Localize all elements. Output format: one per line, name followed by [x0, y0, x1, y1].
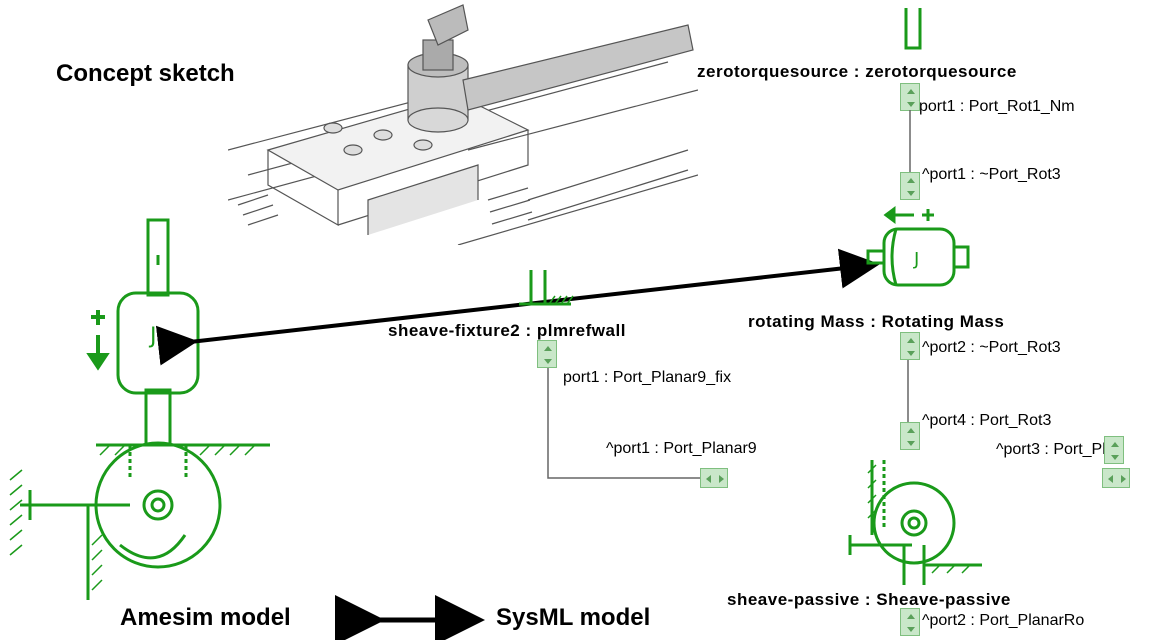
svg-text:J: J — [148, 324, 157, 349]
port-icon[interactable] — [537, 340, 557, 368]
port-label-sp-port2: ^port2 : Port_PlanarRo — [922, 612, 1085, 629]
port-label-rm-port2: ^port2 : ~Port_Rot3 — [922, 339, 1061, 356]
fixed-wall-icon — [519, 270, 574, 306]
rotating-mass-icon: J — [866, 206, 970, 287]
port-icon[interactable] — [700, 468, 728, 488]
port-label-zt-port1: port1 : Port_Rot1_Nm — [919, 98, 1075, 115]
torque-source-icon — [904, 8, 922, 50]
port-label-rm-port3: ^port3 : Port_Pl — [996, 441, 1106, 458]
port-icon[interactable] — [1104, 436, 1124, 464]
connector-line — [909, 110, 911, 172]
connector-line — [907, 360, 909, 422]
svg-text:J: J — [913, 249, 919, 270]
block-zerotorquesource[interactable]: zerotorquesource : zerotorquesource — [697, 62, 1017, 81]
amesim-model-caption: Amesim model — [120, 604, 291, 631]
sysml-model-caption: SysML model — [496, 604, 651, 631]
port-icon[interactable] — [900, 83, 920, 111]
port-icon[interactable] — [900, 422, 920, 450]
connector-line — [547, 368, 700, 479]
concept-sketch-caption: Concept sketch — [56, 60, 235, 87]
port-label-rm-port4: ^port4 : Port_Rot3 — [922, 412, 1052, 429]
port-icon[interactable] — [900, 332, 920, 360]
block-rotating-mass[interactable]: rotating Mass : Rotating Mass — [748, 312, 1005, 331]
block-sheave-passive[interactable]: sheave-passive : Sheave-passive — [727, 590, 1011, 609]
port-icon[interactable] — [900, 172, 920, 200]
amesim-model-diagram: J — [9, 218, 270, 600]
port-label-fx-port1: port1 : Port_Planar9_fix — [563, 369, 732, 386]
concept-sketch-image — [228, 4, 698, 245]
port-label-rm-port1: ^port1 : ~Port_Rot3 — [922, 166, 1061, 183]
port-icon[interactable] — [900, 608, 920, 636]
port-label-fx-caret-port1: ^port1 : Port_Planar9 — [606, 440, 757, 457]
pulley-icon — [848, 460, 982, 585]
block-sheave-fixture2[interactable]: sheave-fixture2 : plmrefwall — [388, 321, 626, 340]
port-icon[interactable] — [1102, 468, 1130, 488]
